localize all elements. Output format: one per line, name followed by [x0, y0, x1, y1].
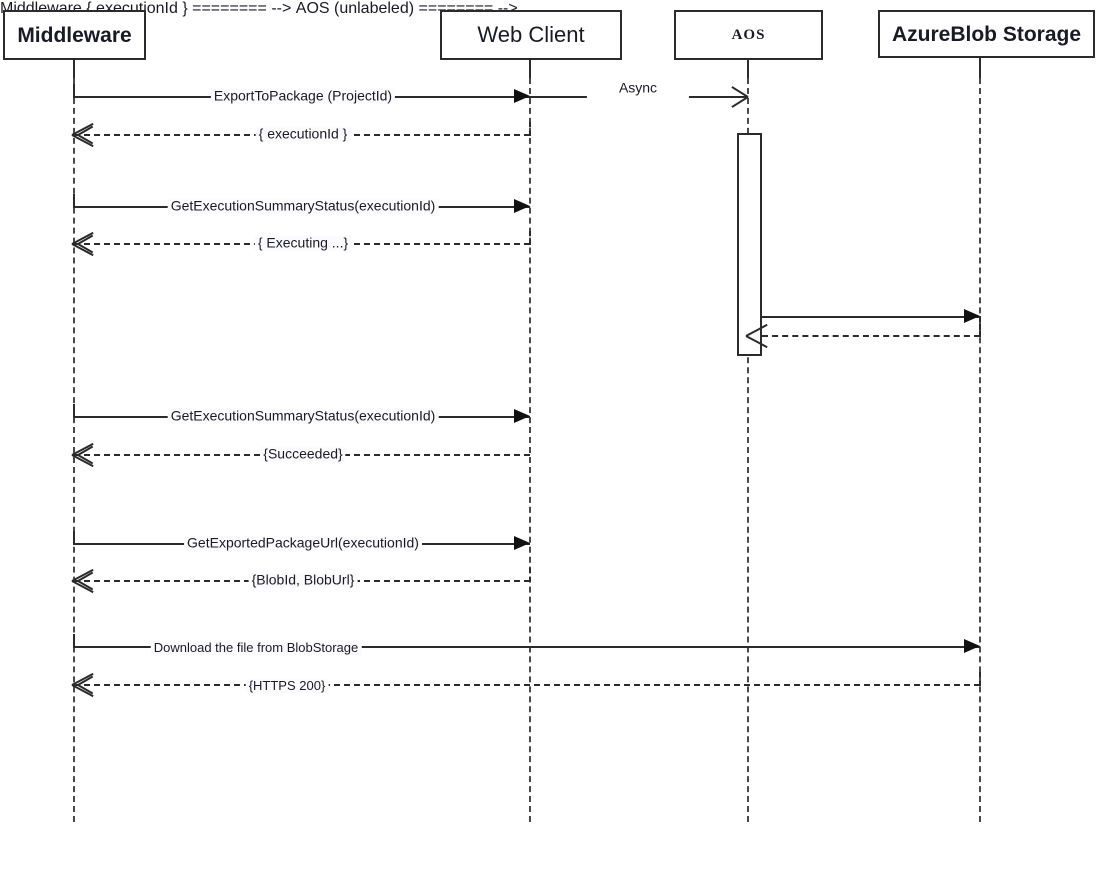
arrowhead-open-left-icon [745, 322, 776, 349]
message-label-download-file: Download the file from BlobStorage [150, 641, 362, 655]
lifeline-middleware [73, 78, 75, 822]
message-label-export-to-package: ExportToPackage (ProjectId) [210, 88, 396, 104]
message-label-succeeded: {Succeeded} [260, 446, 346, 462]
message-label-get-execution-summary-status-2: GetExecutionSummaryStatus(executionId) [167, 408, 439, 424]
arrowhead-open-left-icon [71, 671, 102, 698]
lifeline-aos [747, 78, 749, 822]
message-return-drop [979, 672, 981, 686]
message-origin-tick [73, 84, 75, 98]
participant-aos[interactable]: AOS [674, 10, 823, 60]
lifeline-azureblob-storage [979, 78, 981, 822]
participant-web-client[interactable]: Web Client [440, 10, 622, 60]
arrowhead-open-left-icon [71, 121, 102, 148]
message-return-drop [529, 122, 531, 136]
message-label-blob-id-url: {BlobId, BlobUrl} [248, 572, 358, 588]
message-line [74, 684, 980, 686]
arrowhead-filled-icon [514, 536, 530, 550]
message-line [761, 316, 980, 318]
arrowhead-open-right-icon [729, 85, 749, 108]
arrowhead-open-left-icon [71, 567, 102, 594]
arrowhead-filled-icon [964, 639, 980, 653]
message-line [762, 335, 980, 337]
participant-label-azureblob-storage: AzureBlob Storage [891, 22, 1082, 46]
message-origin-tick [73, 404, 75, 418]
message-label-async: Async [586, 77, 690, 99]
message-origin-tick [73, 194, 75, 208]
message-origin-tick [73, 531, 75, 545]
lifeline-web-client [529, 78, 531, 822]
arrowhead-filled-icon [514, 89, 530, 103]
participant-label-web-client: Web Client [477, 22, 585, 47]
message-label-https-200: {HTTPS 200} [245, 679, 329, 693]
participant-azureblob-storage[interactable]: AzureBlob Storage [878, 10, 1095, 58]
message-label-execution-id: { executionId } [255, 126, 351, 142]
participant-label-aos: AOS [731, 26, 766, 43]
participant-label-middleware: Middleware [17, 23, 132, 47]
participant-middleware[interactable]: Middleware [3, 10, 146, 60]
message-origin-tick [73, 634, 75, 648]
arrowhead-filled-icon [514, 409, 530, 423]
lifeline-stub-web-client [529, 60, 531, 78]
lifeline-stub-middleware [73, 60, 75, 78]
activation-bar-aos [737, 133, 762, 356]
arrowhead-open-left-icon [71, 441, 102, 468]
lifeline-stub-aos [747, 60, 749, 78]
message-return-drop [979, 316, 981, 337]
message-line [74, 646, 980, 648]
message-return-drop [529, 231, 531, 245]
message-return-drop [529, 568, 531, 582]
message-label-executing: { Executing ...} [254, 235, 352, 251]
arrowhead-filled-icon [514, 199, 530, 213]
message-label-get-execution-summary-status-1: GetExecutionSummaryStatus(executionId) [167, 198, 439, 214]
lifeline-stub-azureblob-storage [979, 58, 981, 78]
message-label-get-exported-package-url: GetExportedPackageUrl(executionId) [184, 535, 422, 551]
arrowhead-filled-icon [964, 309, 980, 323]
arrowhead-open-left-icon [71, 230, 102, 257]
